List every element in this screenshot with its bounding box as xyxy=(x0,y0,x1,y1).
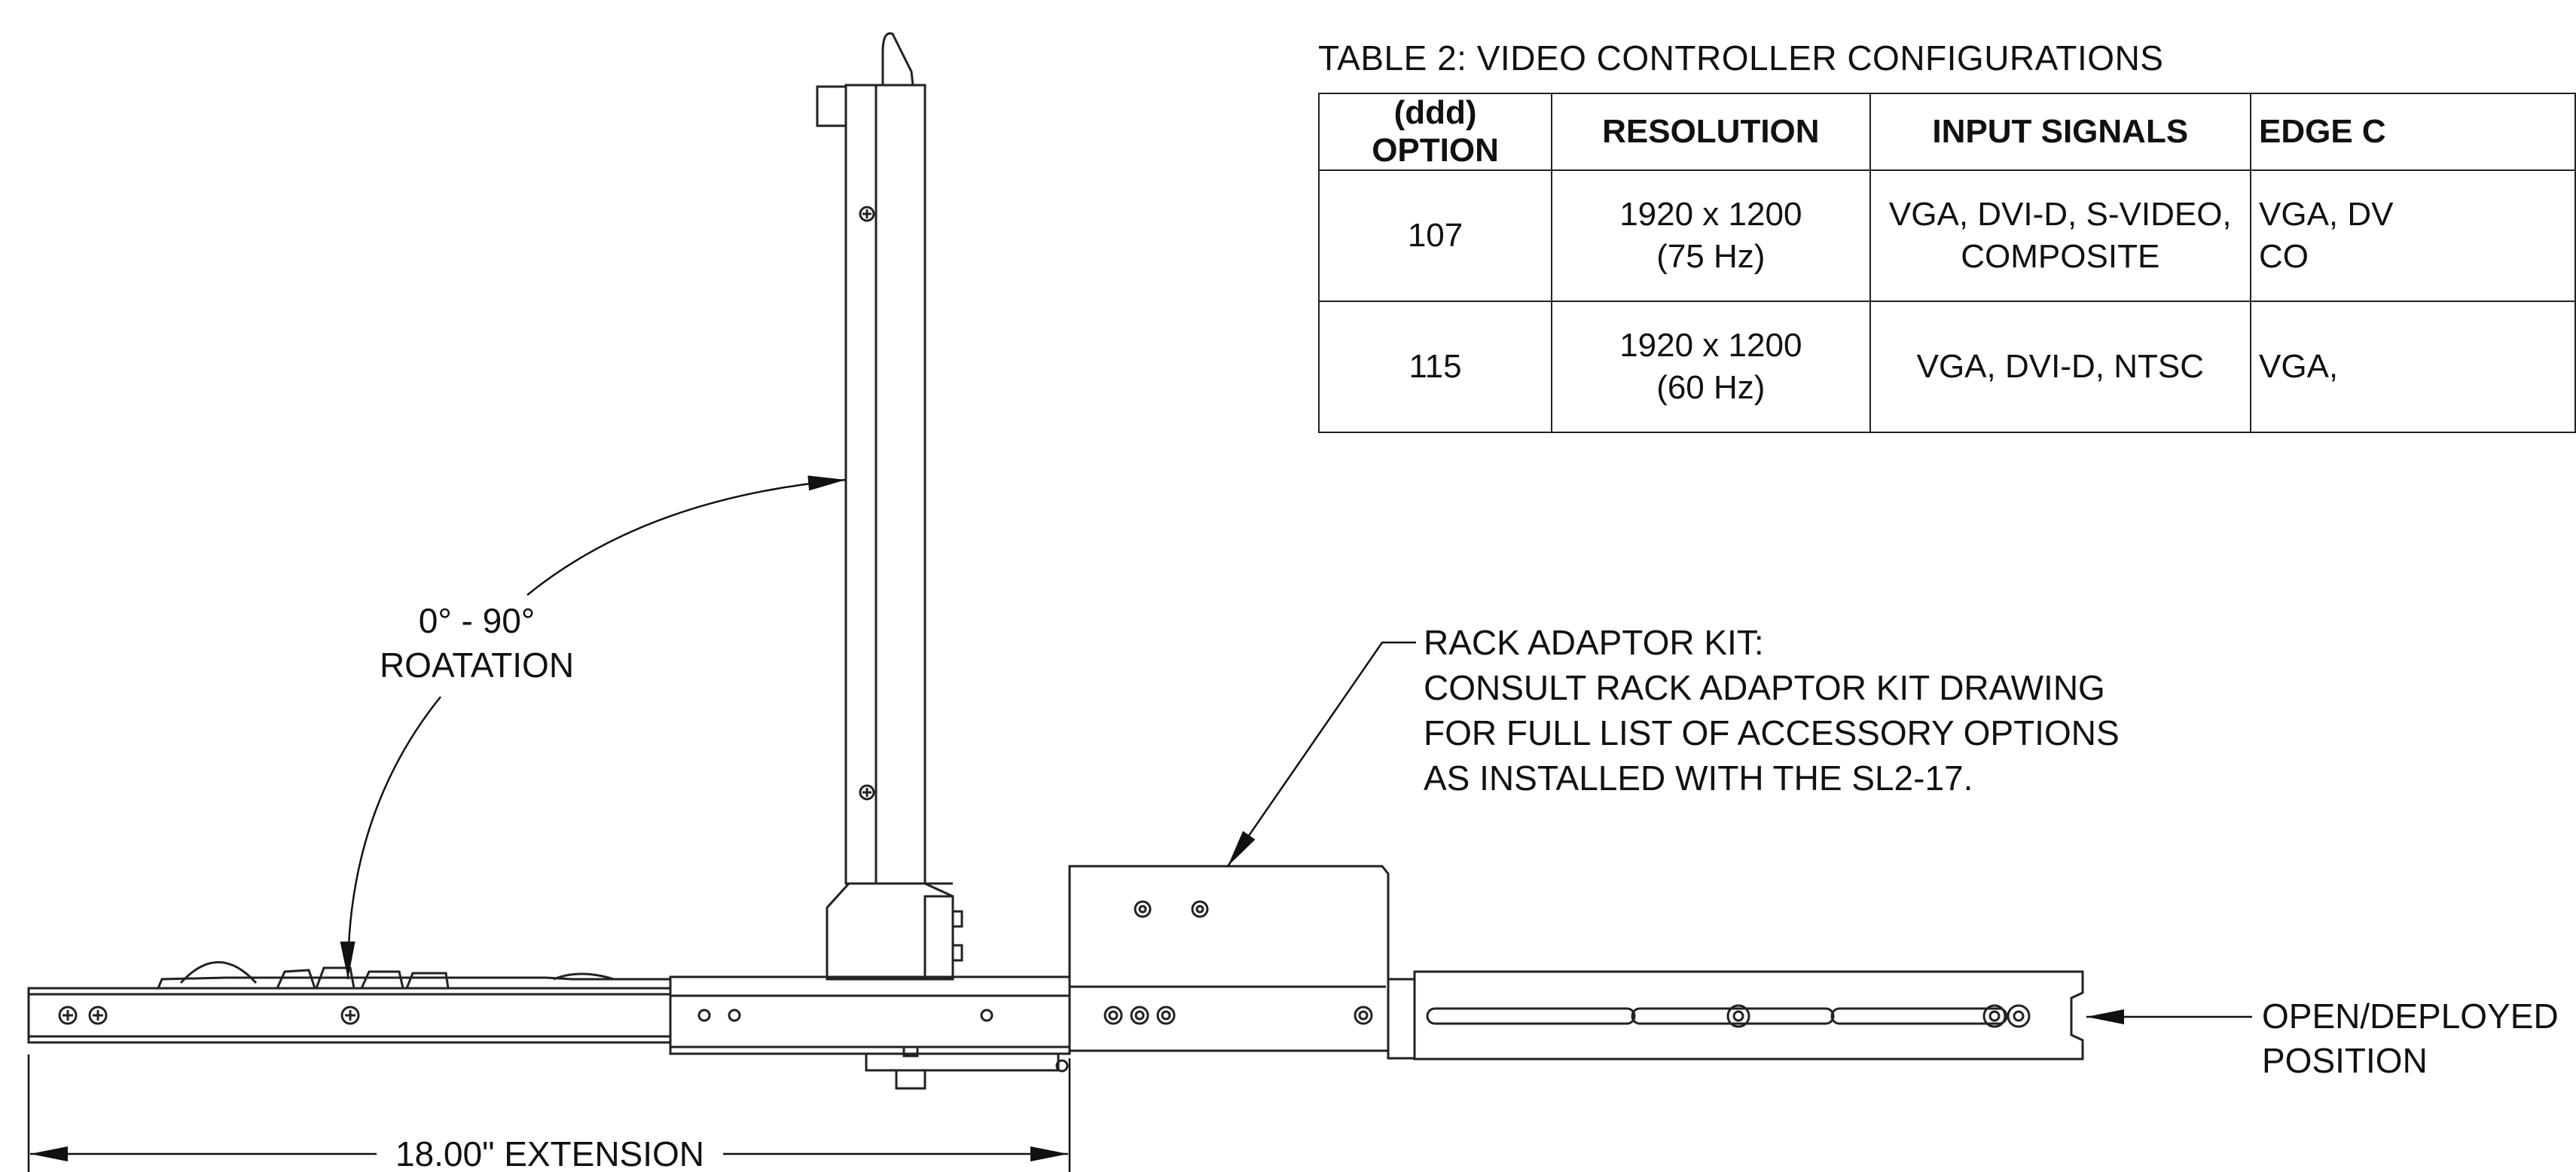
extension-slide xyxy=(1413,970,2084,1061)
cell-edge: VGA, DV CO xyxy=(2250,169,2576,302)
cell-option: 107 xyxy=(1317,169,1553,302)
rack-adaptor-block xyxy=(1068,865,1416,1060)
cell-resolution: 1920 x 1200 (60 Hz) xyxy=(1551,301,1871,433)
rotation-arrow-upper xyxy=(526,475,847,596)
header-input-signals: INPUT SIGNALS xyxy=(1869,93,2252,171)
rack-kit-title: RACK ADAPTOR KIT: xyxy=(1424,623,1764,662)
rotation-arrow-lower xyxy=(340,696,441,980)
hinge-block xyxy=(826,882,963,981)
video-controller-table: (ddd) OPTION RESOLUTION INPUT SIGNALS ED… xyxy=(1317,93,2576,433)
table-title: TABLE 2: VIDEO CONTROLLER CONFIGURATIONS xyxy=(1318,38,2164,78)
monitor-panel xyxy=(816,32,953,885)
slide-rail xyxy=(669,975,1386,1090)
table-row: 107 1920 x 1200 (75 Hz) VGA, DVI-D, S-VI… xyxy=(1317,169,2576,302)
cell-option: 115 xyxy=(1317,301,1553,433)
cell-edge: VGA, xyxy=(2250,301,2576,433)
table-header-row: (ddd) OPTION RESOLUTION INPUT SIGNALS ED… xyxy=(1317,93,2576,171)
deployed-label-1: OPEN/DEPLOYED xyxy=(2262,997,2559,1036)
cell-input-signals: VGA, DVI-D, S-VIDEO, COMPOSITE xyxy=(1869,169,2252,302)
header-edge: EDGE C xyxy=(2250,93,2576,171)
fasteners xyxy=(58,206,2031,1028)
cell-resolution: 1920 x 1200 (75 Hz) xyxy=(1551,169,1871,302)
table-row: 115 1920 x 1200 (60 Hz) VGA, DVI-D, NTSC… xyxy=(1317,301,2576,433)
rack-kit-note-3: AS INSTALLED WITH THE SL2-17. xyxy=(1424,758,1973,798)
rack-kit-note-1: CONSULT RACK ADAPTOR KIT DRAWING xyxy=(1424,668,2105,707)
cell-input-signals: VGA, DVI-D, NTSC xyxy=(1869,301,2252,433)
deployed-label-2: POSITION xyxy=(2262,1041,2428,1080)
header-resolution: RESOLUTION xyxy=(1551,93,1871,171)
extension-dimension-label: 18.00" EXTENSION xyxy=(395,1134,704,1172)
rack-kit-note-2: FOR FULL LIST OF ACCESSORY OPTIONS xyxy=(1424,713,2120,752)
rotation-label-word: ROATATION xyxy=(380,646,574,685)
keyboard-tray xyxy=(27,961,672,1044)
header-option: (ddd) OPTION xyxy=(1317,93,1553,171)
rotation-label-angle: 0° - 90° xyxy=(419,601,535,640)
rack-kit-leader xyxy=(1226,641,1416,867)
